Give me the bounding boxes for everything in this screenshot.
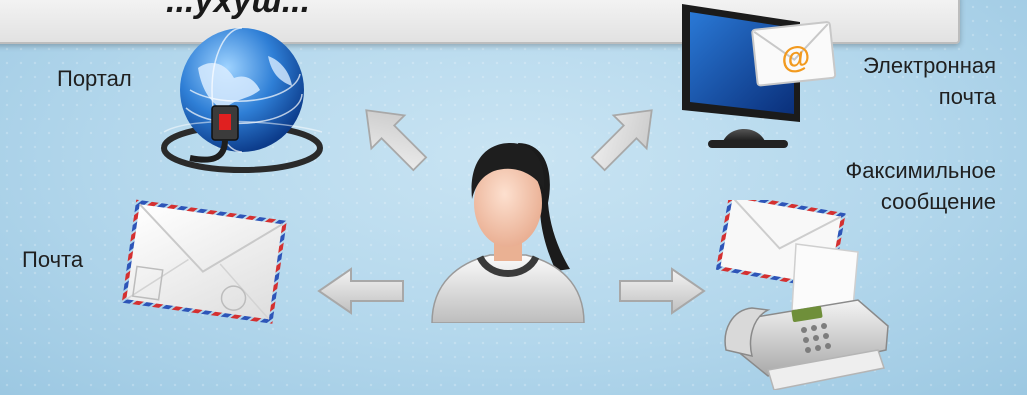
arrow-icon xyxy=(348,92,438,182)
portal-globe xyxy=(150,20,330,180)
envelope-icon xyxy=(118,196,293,331)
fax-label-line1: Факсимильное xyxy=(810,155,996,186)
email-label-line1: Электронная xyxy=(836,50,996,81)
portal-label: Портал xyxy=(57,63,132,94)
mail-label: Почта xyxy=(22,244,83,275)
arrow-to-fax xyxy=(616,266,708,316)
email-label: Электронная почта xyxy=(836,50,996,112)
svg-text:@: @ xyxy=(780,40,813,76)
fax-machine xyxy=(708,200,898,390)
email-monitor: @ xyxy=(668,4,838,154)
email-label-line2: почта xyxy=(836,81,996,112)
arrow-to-portal xyxy=(348,92,438,182)
arrow-icon xyxy=(580,92,670,182)
arrow-to-email xyxy=(580,92,670,182)
mail-envelope xyxy=(118,196,293,331)
fax-machine-icon xyxy=(708,200,898,390)
person xyxy=(428,133,588,323)
globe-icon xyxy=(150,20,330,180)
arrow-to-mail xyxy=(315,266,407,316)
monitor-email-icon: @ xyxy=(668,4,838,154)
arrow-icon xyxy=(315,266,407,316)
arrow-icon xyxy=(616,266,708,316)
user-avatar-icon xyxy=(428,133,588,323)
page-title: ...ухуш... xyxy=(166,0,310,21)
